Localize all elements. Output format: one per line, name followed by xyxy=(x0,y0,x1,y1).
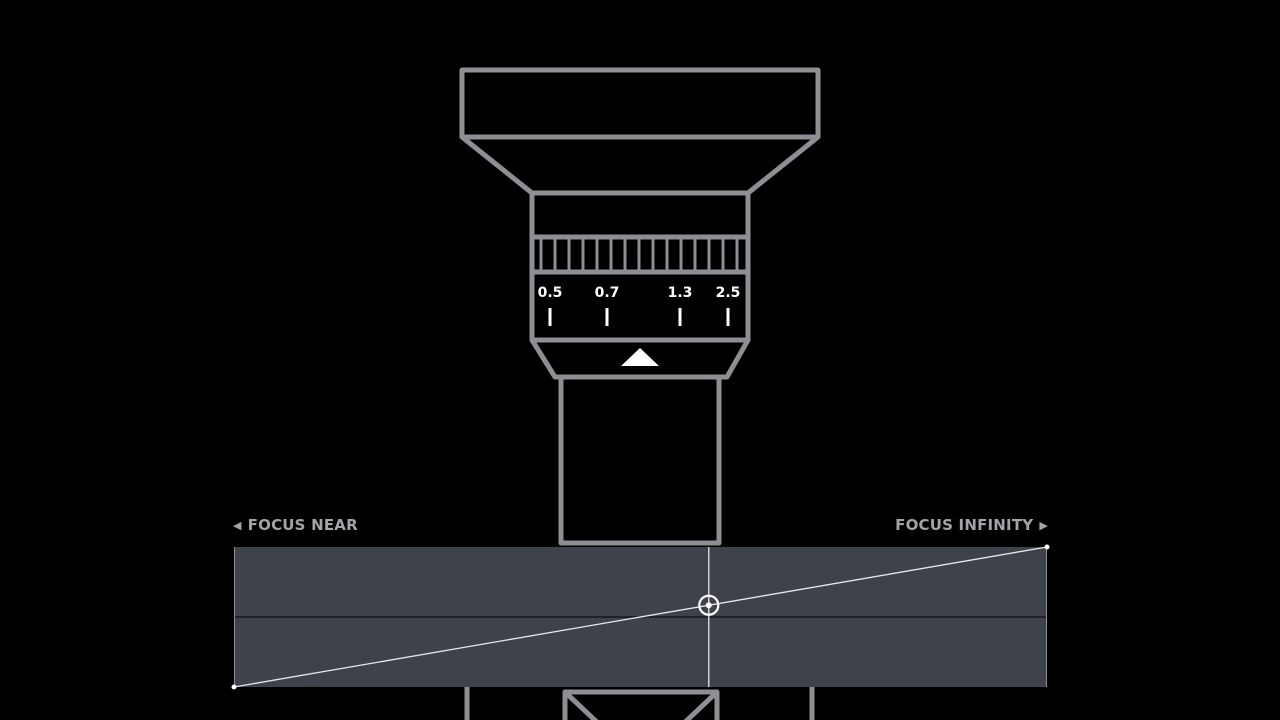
focus-control-panel[interactable] xyxy=(231,544,1050,690)
focus-curve xyxy=(233,546,1048,688)
triangle-left-icon: ◀ xyxy=(233,518,242,532)
triangle-right-icon: ▶ xyxy=(1039,518,1048,532)
curve-end-point[interactable] xyxy=(1044,544,1050,550)
focus-near-label: FOCUS NEAR xyxy=(247,516,358,534)
curve-start-point[interactable] xyxy=(231,684,237,690)
distance-label: 2.5 xyxy=(715,285,741,301)
lens-mount-taper xyxy=(529,337,751,380)
distance-label: 1.3 xyxy=(667,285,693,301)
focus-ring-grip xyxy=(539,239,739,270)
distance-label: 0.5 xyxy=(537,285,563,301)
lens-tube xyxy=(558,374,722,546)
lens-hood xyxy=(459,67,821,140)
lower-housing xyxy=(562,689,720,720)
focus-infinity-button[interactable]: FOCUS INFINITY ▶ xyxy=(895,516,1048,534)
focus-handle[interactable] xyxy=(698,594,720,616)
focus-handle-dot xyxy=(705,602,712,609)
focus-infinity-label: FOCUS INFINITY xyxy=(895,516,1034,534)
lens-hood-taper xyxy=(459,134,821,196)
distance-label: 0.7 xyxy=(594,285,620,301)
focus-near-button[interactable]: ◀ FOCUS NEAR xyxy=(233,516,358,534)
focus-index-triangle xyxy=(621,348,659,366)
